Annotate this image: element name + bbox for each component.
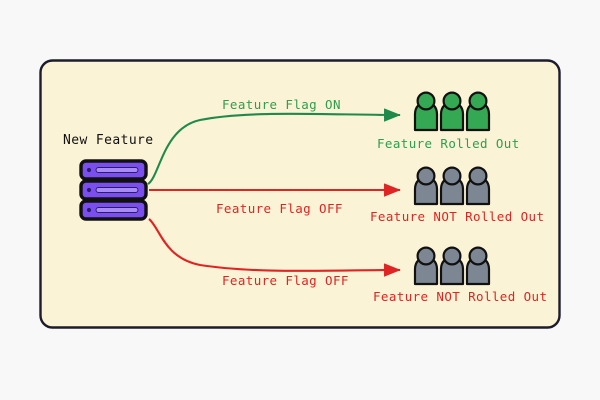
- people-group-icon-not-rolled-out-1: [413, 166, 491, 206]
- edge-label-flag-off-1: Feature Flag OFF: [216, 201, 343, 216]
- edge-flag-on: [147, 108, 401, 185]
- outcome-label-not-rolled-out-1: Feature NOT Rolled Out: [370, 209, 545, 224]
- source-node-label: New Feature: [63, 133, 154, 148]
- server-stack-icon: [79, 159, 148, 221]
- outcome-label-rolled-out: Feature Rolled Out: [377, 136, 520, 151]
- outcome-label-not-rolled-out-2: Feature NOT Rolled Out: [373, 289, 548, 304]
- edge-flag-off-2: [148, 218, 401, 277]
- edge-label-flag-on: Feature Flag ON: [222, 97, 341, 112]
- edge-label-flag-off-2: Feature Flag OFF: [222, 273, 349, 288]
- people-group-icon-rolled-out: [413, 91, 491, 132]
- people-group-icon-not-rolled-out-2: [413, 246, 491, 286]
